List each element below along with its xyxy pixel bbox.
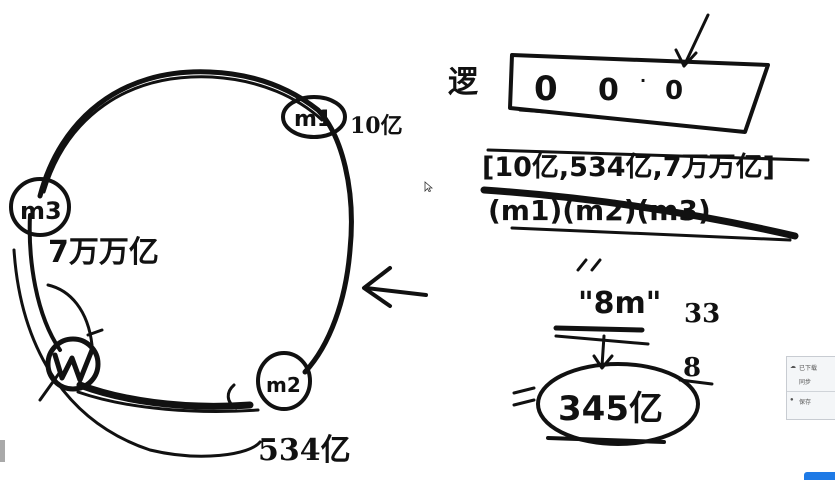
node-m3: m3 — [9, 177, 71, 237]
corner-button[interactable] — [804, 472, 835, 480]
popup-row-2: 同步 — [799, 380, 812, 386]
list-overline — [486, 148, 810, 162]
query-key: "8m" — [578, 286, 661, 321]
strikethrough — [480, 186, 799, 242]
left-arrow-icon — [362, 266, 428, 308]
node-m2-value: 534亿 — [258, 433, 351, 468]
svg-text:·: · — [640, 71, 646, 90]
node-m2-label: m2 — [266, 373, 301, 397]
side-popup-panel[interactable]: ☁ 已下载 同步 ● 保存 — [786, 356, 835, 420]
slot-2: 0 — [665, 76, 683, 106]
node-m1-label: m1 — [294, 107, 332, 132]
popup-row-3[interactable]: 保存 — [799, 400, 812, 406]
node-m3-label: m3 — [20, 197, 62, 225]
node-m1-value: 10亿 — [350, 113, 403, 139]
query-marks — [553, 258, 650, 370]
hash-ring — [12, 69, 354, 458]
cloud-icon: ☁ — [790, 364, 796, 370]
pointer-arrow-icon — [674, 13, 710, 68]
node-m4 — [38, 283, 104, 402]
left-edge-tab[interactable] — [0, 440, 5, 462]
popup-row-1: 已下载 — [799, 366, 818, 372]
slot-1: 0 — [598, 73, 619, 108]
cursor-arrow-icon — [424, 181, 433, 192]
number-33: 33 — [684, 299, 720, 329]
result-group — [512, 362, 700, 446]
node-m3-value: 7万万亿 — [48, 235, 159, 270]
slot-0: 0 — [534, 69, 558, 109]
node-m2: m2 — [256, 351, 312, 411]
result-value: 345亿 — [558, 389, 663, 429]
save-icon: ● — [790, 397, 794, 403]
number-8: 8 — [683, 353, 701, 383]
node-m1: m1 — [281, 95, 347, 139]
array-label: 逻 — [448, 65, 478, 100]
